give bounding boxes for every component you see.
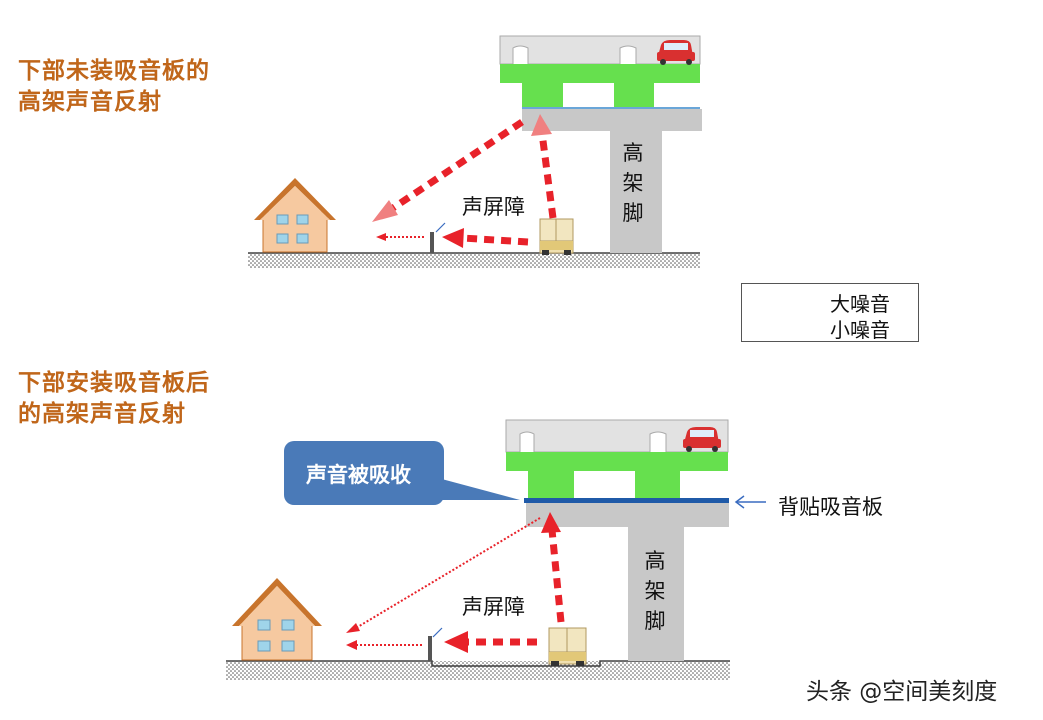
panel-label: 背贴吸音板 (778, 495, 883, 519)
bottom-loud-noise-arrows (444, 512, 565, 653)
watermark: 头条 @空间美刻度 (806, 679, 998, 705)
top-loud-noise-arrows (372, 114, 557, 248)
bottom-pillar-label: 高架脚 (644, 549, 666, 633)
top-quiet-noise-arrow (376, 233, 424, 241)
bottom-car-icon (683, 427, 721, 452)
callout-text: 声音被吸收 (306, 463, 411, 487)
top-ground (248, 253, 700, 268)
top-truck-icon (539, 218, 574, 255)
bottom-heading: 下部安装吸音板后 的高架声音反射 (18, 368, 210, 430)
top-pillar-label: 高架脚 (622, 141, 644, 225)
top-heading-line2: 高架声音反射 (18, 89, 162, 115)
bottom-heading-line2: 的高架声音反射 (18, 401, 186, 427)
top-house-icon (254, 178, 336, 253)
bottom-truck-icon (548, 627, 587, 666)
legend (741, 283, 919, 342)
legend-loud-label: 大噪音 (830, 292, 890, 316)
bottom-quiet-noise-arrows (346, 517, 541, 650)
top-scene (248, 35, 702, 268)
top-barrier-label: 声屏障 (462, 195, 525, 219)
bottom-overpass (505, 419, 729, 661)
top-heading-line1: 下部未装吸音板的 (18, 58, 210, 84)
legend-quiet-label: 小噪音 (830, 318, 890, 342)
bottom-heading-line1: 下部安装吸音板后 (18, 370, 210, 396)
top-sound-barrier (430, 232, 434, 253)
top-overpass (499, 35, 702, 253)
bottom-scene (226, 419, 766, 680)
bottom-ground (226, 661, 730, 680)
top-car-icon (657, 40, 695, 65)
panel-pointer-arrow (734, 495, 766, 509)
top-heading: 下部未装吸音板的 高架声音反射 (18, 56, 210, 118)
bottom-sound-barrier (428, 636, 432, 661)
absorber-panel (524, 498, 729, 503)
bottom-house-icon (232, 578, 322, 661)
absorbed-callout (284, 441, 520, 505)
bottom-barrier-label: 声屏障 (462, 595, 525, 619)
